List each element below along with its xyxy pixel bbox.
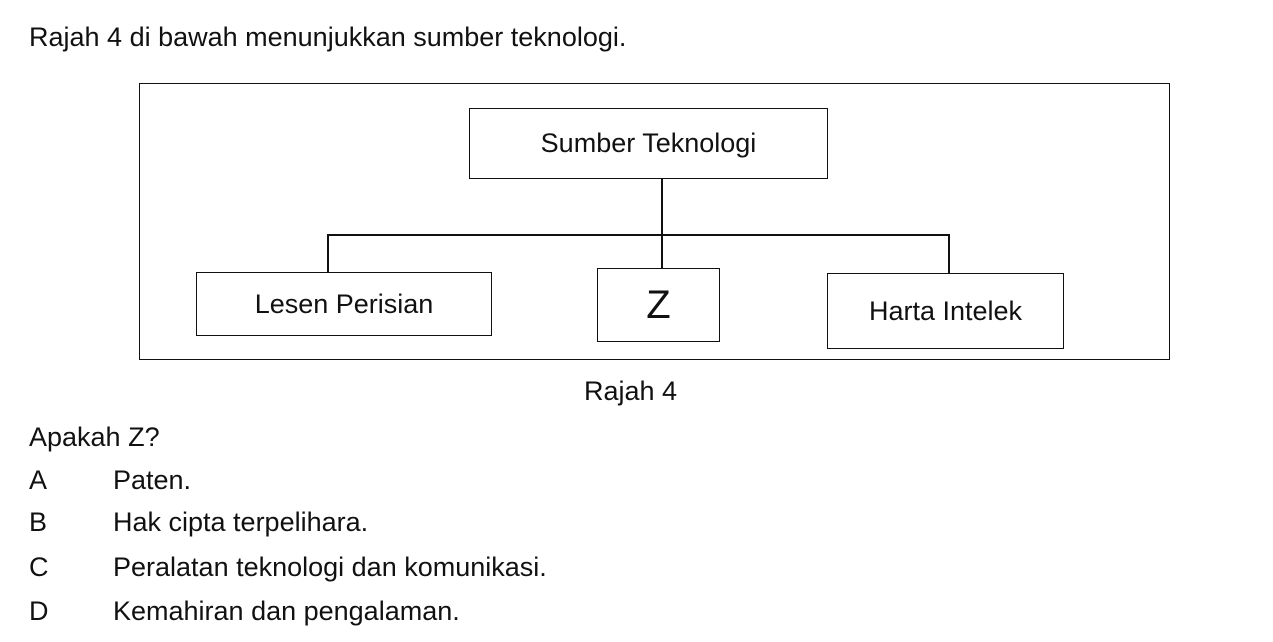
- answer-option-c[interactable]: C Peralatan teknologi dan komunikasi.: [29, 550, 729, 584]
- connector-root-vertical: [661, 179, 663, 268]
- answer-option-d[interactable]: D Kemahiran dan pengalaman.: [29, 594, 729, 628]
- connector-horizontal: [327, 234, 949, 236]
- diagram-root-node: Sumber Teknologi: [469, 108, 828, 179]
- answer-option-a[interactable]: A Paten.: [29, 463, 729, 497]
- diagram-node-harta-intelek: Harta Intelek: [827, 273, 1064, 349]
- connector-right-vertical: [948, 234, 950, 273]
- connector-left-vertical: [327, 234, 329, 272]
- option-text: Kemahiran dan pengalaman.: [113, 596, 460, 626]
- intro-text: Rajah 4 di bawah menunjukkan sumber tekn…: [29, 22, 627, 52]
- answer-option-b[interactable]: B Hak cipta terpelihara.: [29, 505, 729, 539]
- option-letter: C: [29, 552, 49, 582]
- option-letter: A: [29, 465, 48, 495]
- option-letter: D: [29, 596, 49, 626]
- option-text: Peralatan teknologi dan komunikasi.: [113, 552, 547, 582]
- diagram-frame: [139, 83, 1170, 360]
- option-text: Hak cipta terpelihara.: [113, 507, 369, 537]
- question-text: Apakah Z?: [29, 422, 160, 452]
- diagram-caption: Rajah 4: [584, 376, 678, 406]
- diagram-node-z: Z: [597, 268, 720, 342]
- option-letter: B: [29, 507, 48, 537]
- option-text: Paten.: [113, 465, 192, 495]
- diagram-node-lesen-perisian: Lesen Perisian: [196, 272, 492, 336]
